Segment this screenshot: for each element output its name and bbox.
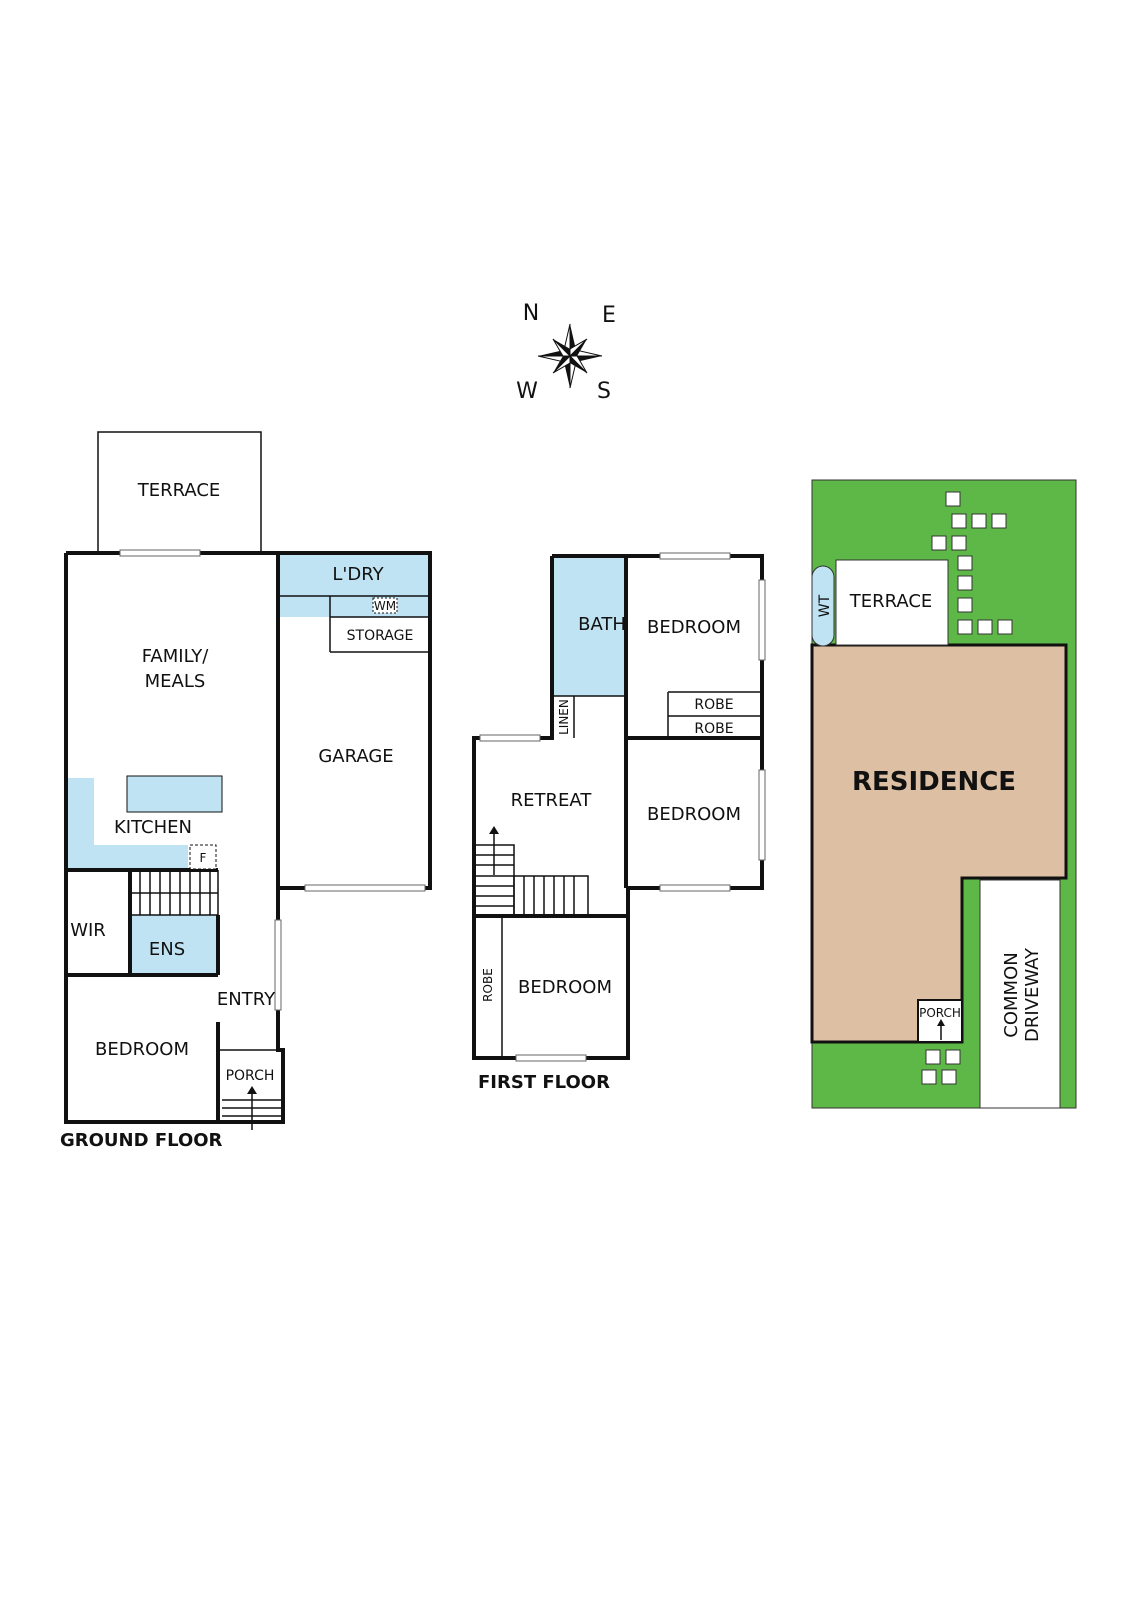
ground-floor-plan: TERRACE FAMILY/ MEALS L'DRY WM STORAGE G… — [60, 431, 432, 1151]
ensuite-area — [130, 915, 218, 977]
first-bedroom-2-label: BEDROOM — [647, 804, 741, 825]
site-porch-label: PORCH — [919, 1006, 961, 1020]
ground-bedroom-label: BEDROOM — [95, 1039, 189, 1060]
ground-porch-steps-icon — [222, 1086, 283, 1130]
first-floor-caption: FIRST FLOOR — [478, 1072, 610, 1093]
compass-e: E — [602, 303, 616, 328]
wm-label: WM — [374, 599, 396, 613]
robe-1-label: ROBE — [694, 697, 733, 713]
laundry-area — [278, 553, 428, 617]
wt-label: WT — [817, 594, 833, 617]
robe-3-label: ROBE — [481, 968, 495, 1002]
family-label-2: MEALS — [145, 671, 206, 692]
residence-label: RESIDENCE — [852, 767, 1016, 797]
ground-porch-label: PORCH — [226, 1068, 275, 1084]
water-tank — [811, 565, 835, 647]
site-terrace — [835, 559, 949, 646]
site-plan: WT TERRACE RESIDENCE PORCH COMMON DRIVEW… — [810, 479, 1077, 1109]
storage-label: STORAGE — [347, 628, 414, 644]
common-driveway — [979, 879, 1061, 1109]
first-floor-plan: BATH BEDROOM ROBE ROBE LINEN RETREAT BED… — [472, 552, 766, 1093]
compass-rose: N E W S — [516, 301, 616, 404]
linen-label: LINEN — [557, 699, 571, 735]
first-bedroom-1-label: BEDROOM — [647, 617, 741, 638]
entry-label: ENTRY — [217, 989, 276, 1010]
kitchen-label: KITCHEN — [114, 817, 192, 838]
retreat-label: RETREAT — [511, 790, 593, 811]
ground-floor-caption: GROUND FLOOR — [60, 1130, 223, 1151]
compass-s: S — [597, 379, 611, 404]
compass-n: N — [523, 301, 539, 326]
family-label-1: FAMILY/ — [142, 646, 209, 667]
kitchen-island — [126, 775, 223, 813]
kitchen-counter-area — [68, 845, 188, 870]
site-terrace-label: TERRACE — [849, 591, 933, 612]
ground-stairs-icon — [129, 870, 219, 915]
wm-box — [372, 597, 398, 614]
first-bedroom-3-label: BEDROOM — [518, 977, 612, 998]
ground-terrace-label: TERRACE — [137, 480, 221, 501]
fridge-box — [189, 844, 217, 870]
stepping-stones — [921, 491, 1013, 1085]
compass-w: W — [516, 379, 538, 404]
ens-label: ENS — [149, 939, 185, 960]
laundry-label: L'DRY — [332, 564, 384, 585]
fridge-label: F — [200, 851, 207, 865]
first-stairs-icon — [473, 826, 589, 917]
residence-footprint — [810, 643, 1068, 1044]
garage-label: GARAGE — [318, 746, 393, 767]
wir-label: WIR — [70, 920, 106, 941]
bath-area — [552, 556, 626, 696]
robe-2-label: ROBE — [694, 721, 733, 737]
bath-label: BATH — [578, 614, 626, 635]
driveway-label-2: DRIVEWAY — [1022, 947, 1043, 1042]
driveway-label-1: COMMON — [1001, 952, 1022, 1037]
compass-star-icon — [537, 323, 603, 389]
